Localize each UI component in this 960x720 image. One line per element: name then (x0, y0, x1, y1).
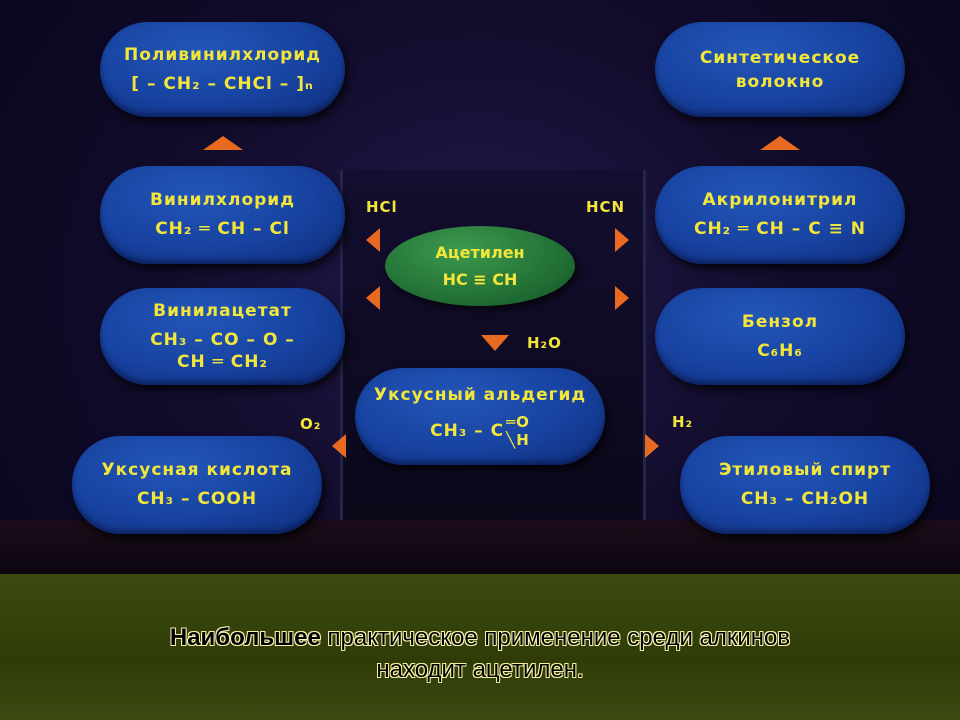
reagent-h2: H₂ (672, 413, 694, 431)
node-formula: CH₂ ═ CH – C ≡ N (693, 219, 867, 239)
node-benzene: Бензол C₆H₆ (655, 288, 905, 385)
node-acetic-acid: Уксусная кислота CH₃ – COOH (72, 436, 322, 534)
node-name: Уксусная кислота (101, 460, 293, 480)
node-acetylene: Ацетилен HC ≡ CH (385, 226, 575, 306)
formula-main: CH₃ – C (430, 420, 505, 441)
node-acrylonitrile: Акрилонитрил CH₂ ═ CH – C ≡ N (655, 166, 905, 264)
reagent-o2: O₂ (300, 415, 322, 433)
arrow-down-icon (481, 335, 509, 351)
node-name: Синтетическое (699, 47, 861, 68)
arrow-left-icon (366, 286, 380, 310)
node-name: Поливинилхлорид (124, 44, 321, 65)
node-name: Уксусный альдегид (373, 384, 587, 405)
arrow-left-icon (332, 434, 346, 458)
node-acetaldehyde: Уксусный альдегид CH₃ – C ═O╲H (355, 368, 605, 465)
arrow-right-icon (645, 434, 659, 458)
arrow-up-icon (760, 136, 800, 150)
arrow-left-icon (366, 228, 380, 252)
node-polyvinyl-chloride: Поливинилхлорид [ – CH₂ – CHCl – ]ₙ (100, 22, 345, 117)
arrow-up-icon (203, 136, 243, 150)
node-name: Бензол (741, 311, 819, 332)
node-formula: CH₂ ═ CH – Cl (155, 219, 290, 239)
node-formula: [ – CH₂ – CHCl – ]ₙ (131, 73, 314, 94)
node-formula: CH₃ – C ═O╲H (430, 413, 530, 449)
caption-line2: находит ацетилен. (376, 656, 584, 683)
formula-oxygen: ═O (506, 412, 530, 431)
node-formula: CH₃ – CH₂OH (740, 489, 870, 509)
node-name: Акрилонитрил (702, 190, 858, 210)
caption-band: Наибольшее практическое применение среди… (0, 574, 960, 720)
node-vinyl-acetate: Винилацетат CH₃ – CO – O – CH ═ CH₂ (100, 288, 345, 385)
node-name: Винилацетат (153, 300, 292, 321)
reagent-hcn: HCN (586, 198, 626, 216)
caption-rest: практическое применение среди алкинов (320, 624, 791, 651)
node-vinyl-chloride: Винилхлорид CH₂ ═ CH – Cl (100, 166, 345, 264)
node-ethanol: Этиловый спирт CH₃ – CH₂OH (680, 436, 930, 534)
node-formula: HC ≡ CH (442, 270, 518, 289)
arrow-right-icon (615, 228, 629, 252)
reagent-h2o: H₂O (527, 334, 562, 352)
node-formula-line2: CH ═ CH₂ (177, 351, 268, 372)
node-name: Этиловый спирт (718, 460, 892, 480)
caption-line1: Наибольшее практическое применение среди… (0, 624, 960, 652)
caption-bold: Наибольшее (169, 624, 321, 651)
node-formula: C₆H₆ (757, 340, 803, 361)
node-name-line2: волокно (735, 71, 825, 92)
node-name: Винилхлорид (150, 190, 295, 210)
node-synthetic-fiber: Синтетическое волокно (655, 22, 905, 117)
node-formula: CH₃ – COOH (136, 489, 258, 509)
reagent-hcl: HCl (366, 198, 398, 216)
formula-hydrogen: ╲H (506, 430, 530, 449)
node-formula: CH₃ – CO – O – (150, 329, 295, 350)
node-name: Ацетилен (435, 243, 525, 262)
arrow-right-icon (615, 286, 629, 310)
